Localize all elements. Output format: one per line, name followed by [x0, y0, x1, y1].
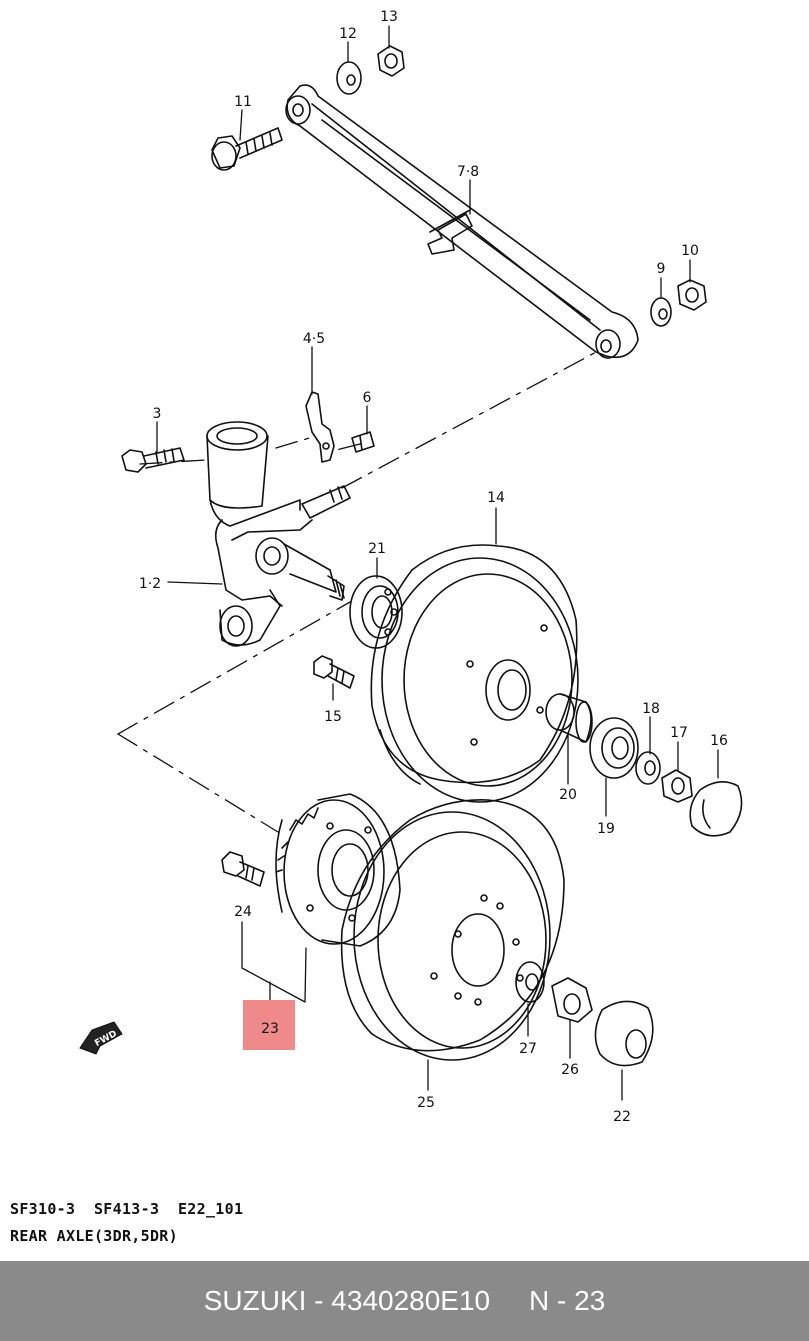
callout-19: 19 [597, 821, 615, 837]
highlight-box [243, 1000, 295, 1050]
footer-separator: - [306, 1285, 332, 1316]
washer-12 [336, 61, 362, 95]
bolt-15 [313, 655, 355, 689]
callout-22: 22 [613, 1109, 631, 1125]
washer-9 [650, 297, 672, 327]
callout-23: 23 [261, 1021, 279, 1037]
page-reference: N - 23 [529, 1285, 606, 1316]
bolt-6 [351, 431, 375, 453]
hub-assembly-23 [275, 793, 401, 947]
spacer-20 [545, 693, 593, 743]
callout-11: 11 [234, 94, 252, 110]
cap-22 [594, 1000, 654, 1067]
callout-3: 3 [153, 406, 162, 422]
callout-18: 18 [642, 701, 660, 717]
cap-16 [689, 781, 743, 837]
dashed-centerline [117, 349, 601, 833]
brake-drum-25 [340, 799, 565, 1061]
diagram-title: REAR AXLE(3DR,5DR) [10, 1227, 178, 1245]
callout-26: 26 [561, 1062, 579, 1078]
washer-27 [515, 961, 545, 1003]
callout-6: 6 [363, 390, 372, 406]
leader-lines [156, 25, 719, 1101]
callout-15: 15 [324, 709, 342, 725]
fwd-arrow-icon: FWD [79, 1021, 123, 1055]
bearing-19 [589, 717, 639, 779]
callout-labels: 13 12 11 7·8 10 9 4·5 6 3 14 21 1·2 15 1… [139, 9, 728, 1125]
callout-25: 25 [417, 1095, 435, 1111]
part-number: 4340280E10 [331, 1285, 491, 1316]
bearing-21 [349, 575, 403, 649]
lateral-rod [285, 84, 639, 359]
bolt-24 [221, 851, 265, 887]
nut-26 [551, 977, 593, 1023]
brand-name: SUZUKI [203, 1285, 307, 1316]
callout-10: 10 [681, 243, 699, 259]
rear-knuckle [206, 421, 351, 647]
nut-10 [677, 279, 707, 311]
callout-4-5: 4·5 [303, 331, 325, 347]
callout-1-2: 1·2 [139, 576, 161, 592]
footer-gap [490, 1285, 529, 1317]
bolt-11 [211, 127, 283, 171]
nut-17 [661, 769, 693, 803]
callout-12: 12 [339, 26, 357, 42]
footer-bar: SUZUKI - 4340280E10 N - 23 [0, 1261, 809, 1341]
callout-17: 17 [670, 725, 688, 741]
brake-hose-bracket [305, 391, 335, 463]
bolt-3 [121, 447, 185, 473]
callout-13: 13 [380, 9, 398, 25]
callout-27: 27 [519, 1041, 537, 1057]
callout-9: 9 [657, 261, 666, 277]
callout-16: 16 [710, 733, 728, 749]
diagram-code: SF310-3 SF413-3 E22_101 [10, 1200, 244, 1218]
callout-20: 20 [559, 787, 577, 803]
exploded-parts-diagram: FWD 13 12 11 7·8 10 9 4·5 6 3 14 21 1·2 … [79, 9, 743, 1125]
callout-7-8: 7·8 [457, 164, 479, 180]
washer-18 [635, 751, 661, 785]
callout-14: 14 [487, 490, 505, 506]
nut-13 [377, 45, 405, 77]
brake-drum-14 [370, 544, 579, 803]
callout-21: 21 [368, 541, 386, 557]
callout-24: 24 [234, 904, 252, 920]
